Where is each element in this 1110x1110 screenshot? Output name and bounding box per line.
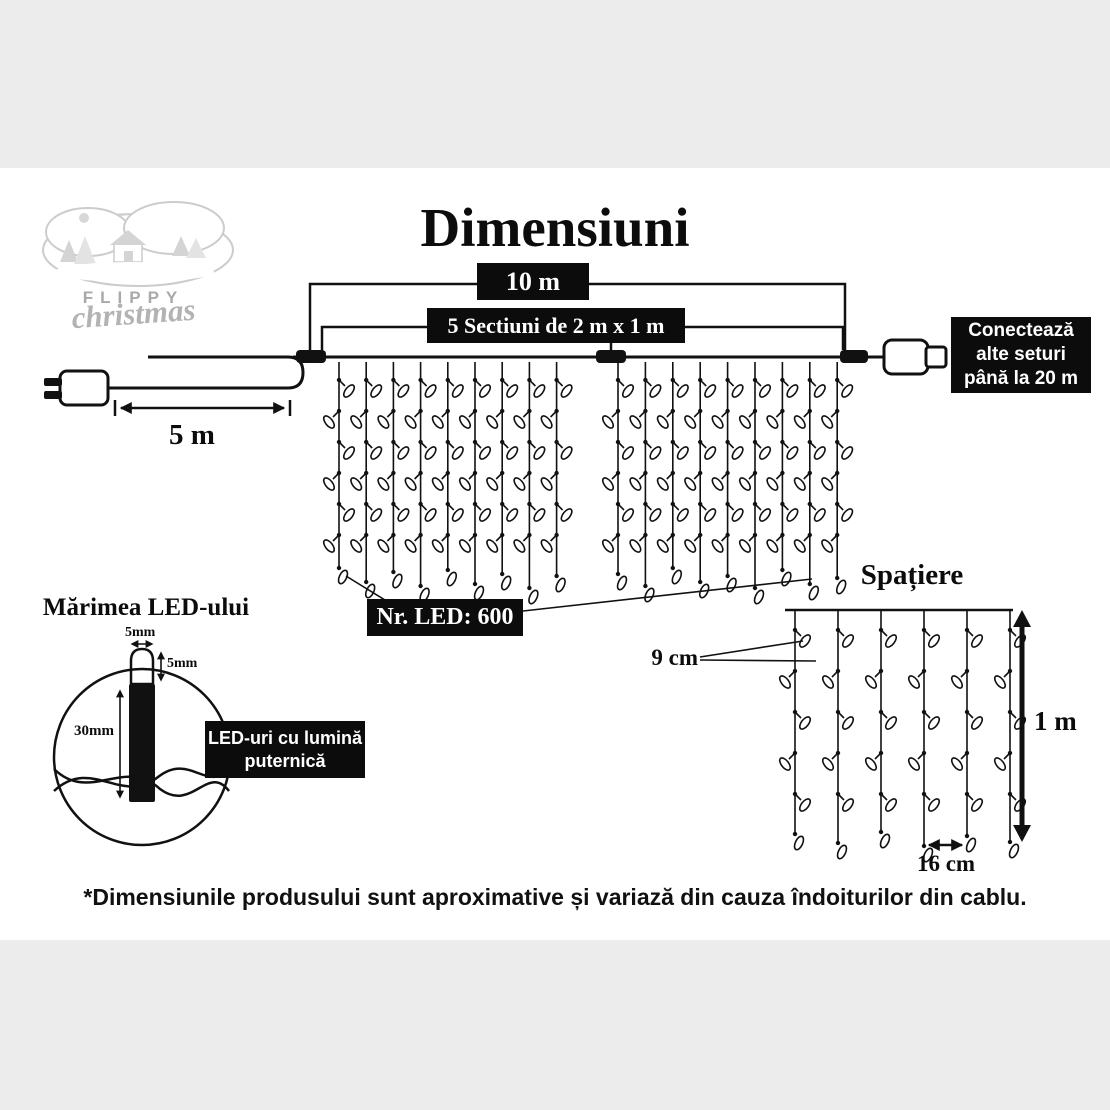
led-bulb-tip (129, 647, 155, 686)
spacing-title: Spațiere (860, 559, 964, 591)
led-note-line1: LED-uri cu lumină (207, 727, 362, 748)
led-count-pointer-lines (345, 575, 813, 612)
bottom-margin-band (0, 940, 1110, 1110)
power-plug-icon (44, 369, 110, 407)
twisted-cable (53, 768, 230, 797)
page-title: Dimensiuni (420, 197, 690, 258)
tip-width-label: 5mm (125, 625, 156, 640)
curtain-right (601, 362, 854, 605)
sections-label: 5 Sectiuni de 2 m x 1 m (427, 308, 685, 343)
body-height-label: 30mm (74, 723, 114, 739)
led-size-figure (52, 640, 232, 847)
spacing-curtain (778, 610, 1027, 863)
led-body (129, 684, 155, 802)
drop-length-label: 1 m (1034, 706, 1077, 736)
drop-length-arrow (1013, 610, 1031, 842)
lead-cable (108, 355, 305, 390)
total-length-label: 10 m (477, 263, 589, 300)
logo-cloud-art (42, 201, 234, 287)
top-margin-band (0, 0, 1110, 168)
connector-note-line2: alte seturi (976, 344, 1066, 366)
wire-connector-middle (596, 350, 626, 363)
curtain-left (322, 362, 573, 605)
connector-note-line3: până la 20 m (963, 367, 1079, 389)
disclaimer-text: *Dimensiunile produsului sunt aproximati… (83, 884, 1027, 910)
led-count-label: Nr. LED: 600 (367, 599, 523, 636)
string-gap-label: 16 cm (916, 851, 976, 876)
tip-height-label: 5mm (167, 656, 198, 671)
connector-note-line1: Conectează (968, 320, 1074, 342)
lead-length-arrow (113, 400, 292, 416)
end-connector-icon (882, 338, 948, 376)
wire-connector-left (296, 350, 326, 363)
wire-connector-right (840, 350, 868, 363)
led-note: LED-uri cu lumină puternică (205, 721, 365, 778)
brand-logo: FLIPPY christmas (26, 192, 241, 352)
led-note-line2: puternică (244, 750, 326, 771)
connector-note: Conectează alte seturi până la 20 m (951, 317, 1091, 393)
brand-name-text: FLIPPY (82, 288, 185, 307)
led-size-title: Mărimea LED-ului (42, 594, 250, 621)
led-gap-label: 9 cm (651, 645, 698, 670)
led-gap-pointer-lines (699, 640, 817, 662)
lead-length-label: 5 m (169, 419, 215, 451)
